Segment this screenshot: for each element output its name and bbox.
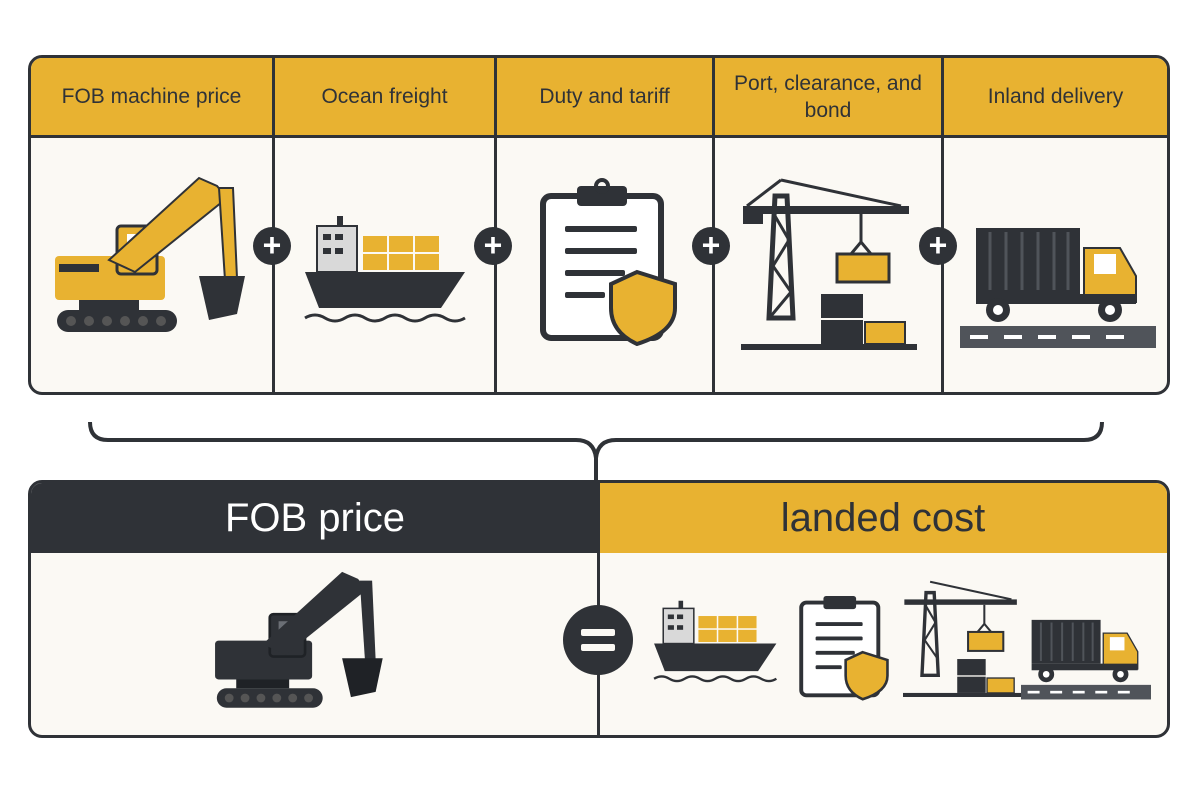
equals-bar (581, 644, 615, 651)
plus-operator: + (919, 227, 957, 265)
stage-label: Ocean freight (275, 58, 494, 138)
equals-operator (563, 605, 633, 675)
stage-fob-machine-price: FOB machine price (31, 58, 275, 392)
port-crane-icon (903, 580, 1023, 697)
equals-bar (581, 629, 615, 636)
stage-label: Port, clearance, and bond (715, 58, 941, 138)
excavator-icon (215, 571, 383, 708)
grouping-brace (88, 421, 1104, 480)
cargo-ship-icon (304, 216, 466, 323)
stage-port-clearance-bond: Port, clearance, and bond (715, 58, 944, 392)
stage-ocean-freight: Ocean freight (275, 58, 497, 392)
stage-label: Inland delivery (944, 58, 1167, 138)
cargo-ship-icon (653, 600, 778, 683)
fob-price-title: FOB price (31, 483, 599, 553)
port-crane-icon (741, 178, 917, 350)
plus-operator: + (692, 227, 730, 265)
cost-components-panel: FOB machine price Oce (28, 55, 1170, 395)
stage-inland-delivery: Inland delivery (944, 58, 1167, 392)
stage-duty-and-tariff: Duty and tariff (497, 58, 715, 392)
plus-operator: + (474, 227, 512, 265)
clipboard-shield-icon (540, 178, 677, 346)
clipboard-shield-icon (799, 596, 889, 701)
plus-operator: + (253, 227, 291, 265)
landed-cost-title: landed cost (599, 483, 1167, 553)
truck-icon (960, 228, 1156, 348)
stage-label: Duty and tariff (497, 58, 712, 138)
stage-label: FOB machine price (31, 58, 272, 138)
truck-icon (1021, 619, 1151, 700)
excavator-icon (55, 176, 245, 332)
